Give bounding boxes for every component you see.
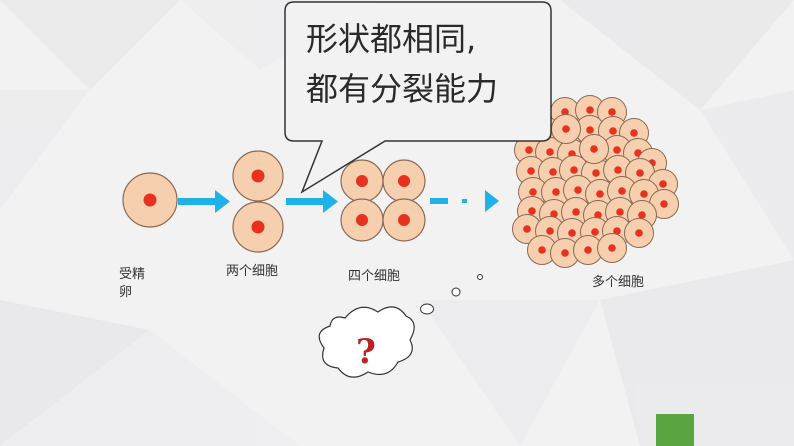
- arrow-2: [286, 190, 338, 213]
- speech-bubble-line-1: 形状都相同,: [306, 20, 477, 58]
- cluster-cell: [527, 235, 557, 265]
- speech-bubble-line-2: 都有分裂能力: [306, 70, 499, 108]
- many-cells-cluster: [512, 95, 679, 268]
- speech-bubble-text: 形状都相同, 都有分裂能力: [306, 14, 556, 114]
- label-fertilized-egg: 受精 卵: [119, 266, 145, 302]
- cluster-cell: [579, 134, 609, 164]
- question-mark: ?: [356, 332, 376, 372]
- four-cells: [340, 159, 426, 242]
- cluster-cell: [624, 218, 654, 248]
- cluster-cell: [597, 233, 627, 263]
- two-cells: [232, 150, 284, 253]
- label-four-cells: 四个细胞: [348, 269, 401, 284]
- cluster-cell: [541, 177, 571, 207]
- cluster-cell: [551, 114, 581, 144]
- cluster-cell: [563, 175, 593, 205]
- dashed-arrow: [430, 190, 499, 212]
- arrow-1: [178, 190, 230, 213]
- label-fertilized-egg-line-1: 受精: [119, 267, 146, 282]
- speech-bubble: [284, 1, 552, 194]
- thought-bubble: [318, 274, 483, 378]
- green-square: [656, 414, 694, 446]
- label-fertilized-egg-line-2: 卵: [119, 285, 133, 300]
- fertilized-egg-cell: [122, 172, 178, 228]
- label-two-cells: 两个细胞: [226, 264, 279, 279]
- label-many-cells: 多个细胞: [592, 275, 645, 290]
